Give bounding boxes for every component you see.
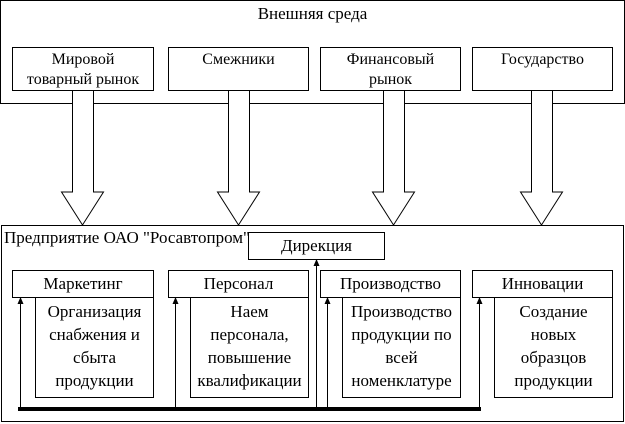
- department-marketing-description: Организация снабжения и сбыта продукции: [35, 297, 154, 398]
- department-personnel-header: Персонал: [168, 270, 309, 298]
- arrowhead-production: [324, 297, 331, 304]
- department-personnel-description: Наем персонала, повышение квалификации: [190, 297, 309, 398]
- factor-suppliers: Смежники: [168, 47, 309, 91]
- description-line: снабжения и: [49, 325, 140, 344]
- department-production-description: Производство продукции по всей номенклат…: [342, 297, 461, 398]
- arrowhead-marketing: [17, 297, 24, 304]
- description-line: повышение: [207, 348, 292, 367]
- department-header-label: Персонал: [203, 274, 274, 293]
- arrow-state: [519, 89, 564, 226]
- factor-label-line: рынок: [368, 71, 413, 88]
- directorate-box: Дирекция: [248, 232, 385, 260]
- factor-label: Государство: [501, 51, 584, 68]
- description-line: продукции: [514, 371, 593, 390]
- factor-label-line: Мировой: [51, 51, 115, 68]
- description-line: квалификации: [197, 371, 302, 390]
- description-line: продукции: [55, 371, 134, 390]
- arrowhead-innovation: [476, 297, 483, 304]
- description-line: новых: [530, 325, 577, 344]
- department-marketing-header: Маркетинг: [12, 270, 154, 298]
- factor-label: Смежники: [202, 51, 275, 68]
- factor-financial-market: Финансовый рынок: [320, 47, 461, 91]
- description-line: Наем: [230, 302, 269, 321]
- arrowhead-personnel: [172, 297, 179, 304]
- arrowhead-directorate: [313, 259, 320, 266]
- external-environment-title: Внешняя среда: [257, 4, 368, 23]
- description-line: сбыта: [72, 348, 116, 367]
- enterprise-box: [1, 225, 624, 422]
- factor-world-market: Мировой товарный рынок: [12, 47, 154, 91]
- arrow-suppliers: [216, 89, 261, 226]
- description-line: продукции по: [351, 325, 452, 344]
- department-header-label: Инновации: [501, 274, 584, 293]
- directorate-label: Дирекция: [280, 236, 352, 255]
- description-line: образцов: [520, 348, 587, 367]
- department-header-label: Маркетинг: [43, 274, 123, 293]
- information-bus: [18, 407, 481, 411]
- department-innovation-description: Создание новых образцов продукции: [494, 297, 613, 398]
- factor-state: Государство: [472, 47, 613, 91]
- description-line: персонала,: [210, 325, 289, 344]
- description-line: Создание: [519, 302, 588, 321]
- description-line: номенклатуре: [351, 371, 452, 390]
- arrow-financial-market: [371, 89, 416, 226]
- arrow-world-market: [60, 89, 105, 226]
- department-header-label: Производство: [339, 274, 442, 293]
- factor-label-line: товарный рынок: [26, 71, 140, 88]
- department-innovation-header: Инновации: [472, 270, 613, 298]
- description-line: Организация: [47, 302, 142, 321]
- description-line: всей: [385, 348, 418, 367]
- enterprise-title: Предприятие ОАО "Росавтопром": [4, 228, 250, 247]
- description-line: Производство: [350, 302, 453, 321]
- department-production-header: Производство: [320, 270, 461, 298]
- factor-label-line: Финансовый: [346, 51, 435, 68]
